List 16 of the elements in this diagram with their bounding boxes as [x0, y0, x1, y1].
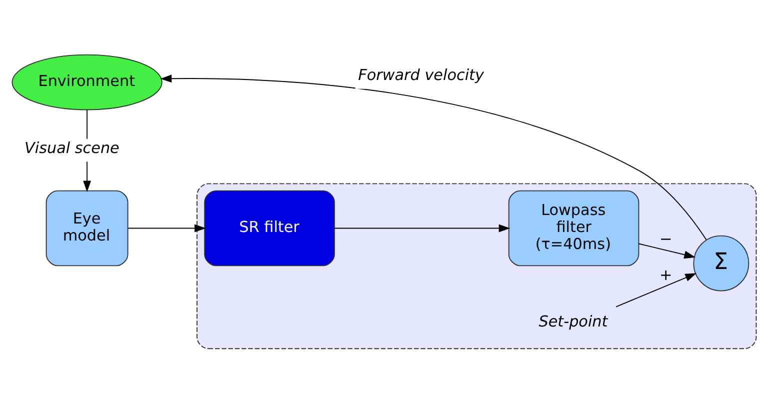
node-box: Lowpass filter (τ=40ms) [508, 190, 640, 266]
edge-label: + [660, 266, 672, 284]
edge-label: Forward velocity [358, 66, 484, 84]
arrow [334, 224, 510, 232]
node-circle: Σ [693, 234, 750, 291]
arrow [616, 272, 697, 307]
node-box: SR filter [204, 190, 335, 266]
cluster [196, 182, 757, 349]
arrow [638, 242, 696, 258]
node-text: Set-point [538, 312, 608, 330]
node-box: Eye model [46, 190, 128, 266]
edge-label: − [660, 230, 672, 248]
arrow [128, 224, 206, 232]
edge-label: Visual scene [24, 138, 120, 156]
node-ellipse: Environment [12, 54, 162, 110]
arrow [160, 74, 707, 240]
